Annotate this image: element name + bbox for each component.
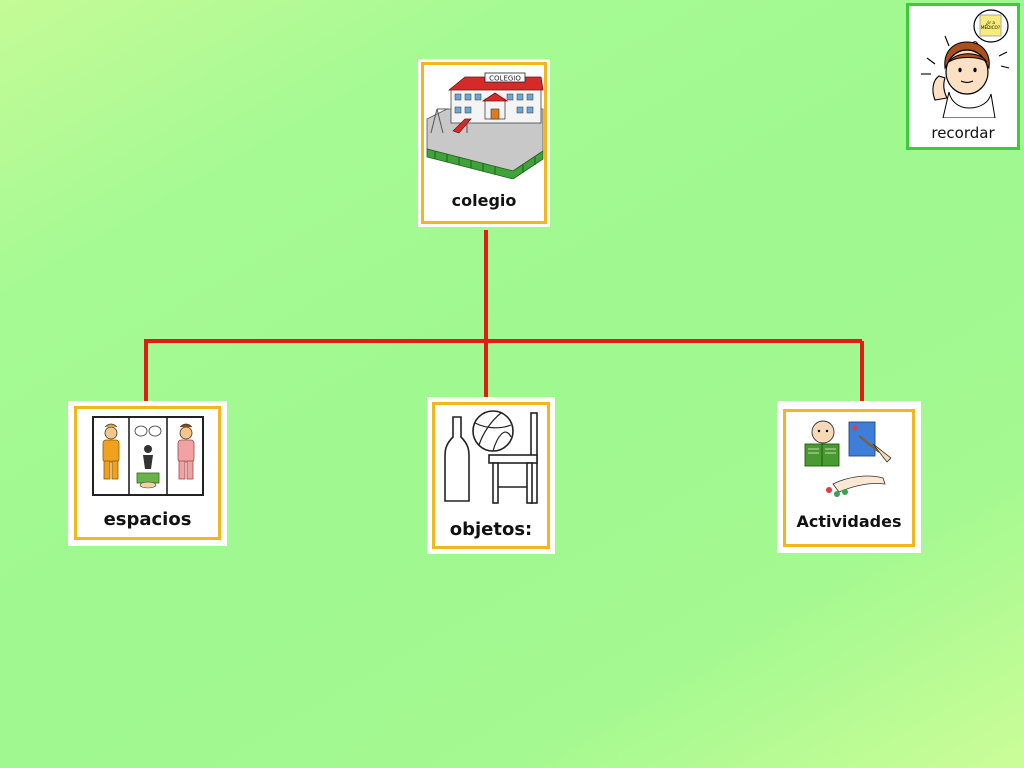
school-icon: COLEGIO	[426, 72, 544, 179]
node-colegio-label: colegio	[451, 191, 517, 210]
objects-icon	[444, 410, 538, 504]
school-sign: COLEGIO	[489, 75, 521, 83]
spaces-icon	[91, 416, 204, 496]
node-espacios[interactable]: espacios	[68, 401, 227, 546]
activities-icon	[804, 420, 892, 497]
node-objetos-label: objetos:	[449, 519, 533, 540]
node-actividades-frame: Actividades	[783, 409, 915, 547]
svg-text:MÉDICO?: MÉDICO?	[981, 25, 1000, 30]
node-objetos[interactable]: objetos:	[427, 397, 555, 554]
thinking-person-icon: ¿ir a MÉDICO?	[921, 9, 1010, 118]
note-icon	[979, 14, 1002, 37]
node-espacios-label: espacios	[103, 509, 192, 530]
node-actividades-label: Actividades	[796, 512, 902, 531]
node-espacios-frame: espacios	[74, 406, 221, 540]
node-objetos-frame: objetos:	[432, 402, 550, 549]
recordar-label: recordar	[931, 124, 995, 142]
note-text: ¿ir a	[986, 20, 995, 25]
node-actividades[interactable]: Actividades	[777, 401, 921, 553]
node-colegio[interactable]: COLEGIO colegio	[418, 59, 550, 227]
recordar-button[interactable]: ¿ir a MÉDICO? recordar	[906, 3, 1020, 150]
node-colegio-frame: COLEGIO colegio	[421, 62, 547, 224]
